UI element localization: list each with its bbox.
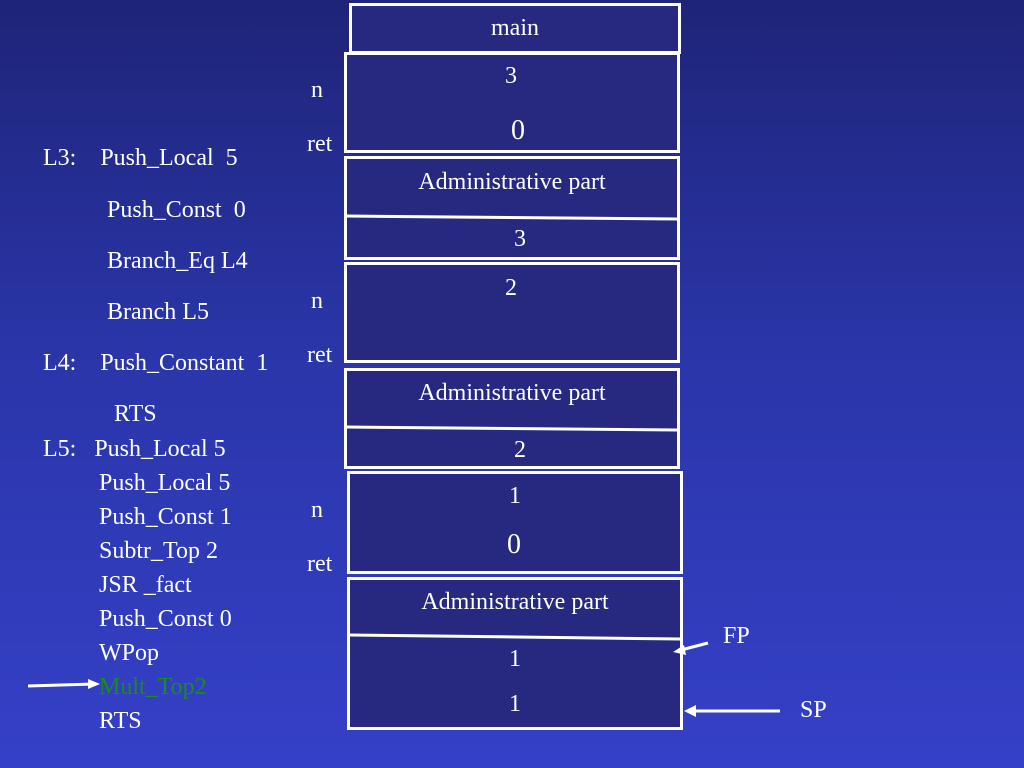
code-line: RTS <box>114 401 157 427</box>
frame-ret-value: 0 <box>507 529 521 560</box>
frame-locals-box <box>344 262 680 363</box>
code-line: Subtr_Top 2 <box>99 538 218 564</box>
code-line: Branch_Eq L4 <box>107 248 248 274</box>
frame-fp-value: 1 <box>509 646 521 672</box>
label-n: n <box>311 497 323 523</box>
code-line: Push_Local 5 <box>99 470 231 496</box>
frame-n-value: 2 <box>505 275 517 301</box>
stack-top-value: 1 <box>509 691 521 717</box>
code-line: JSR _fact <box>99 572 192 598</box>
frame-locals-box <box>344 52 680 153</box>
frame-fp-value: 2 <box>514 437 526 463</box>
code-line: Push_Const 0 <box>107 197 246 223</box>
code-line-current: Mult_Top2 <box>99 674 207 700</box>
code-line: Push_Const 1 <box>99 504 232 530</box>
code-line-l3: L3: Push_Local 5 <box>43 145 238 171</box>
label-ret: ret <box>307 131 333 157</box>
fp-label: FP <box>723 623 750 649</box>
frame-admin-box <box>344 368 680 469</box>
label-ret: ret <box>307 342 333 368</box>
label-ret: ret <box>307 551 333 577</box>
code-line: Push_Const 0 <box>99 606 232 632</box>
frame-admin-label: Administrative part <box>418 380 606 406</box>
frame-admin-label: Administrative part <box>421 589 609 615</box>
sp-arrow-icon <box>684 705 780 717</box>
frame-n-value: 1 <box>509 483 521 509</box>
code-line: Branch L5 <box>107 299 209 325</box>
sp-label: SP <box>800 697 827 723</box>
frame-fp-value: 3 <box>514 226 526 252</box>
frame-ret-value: 0 <box>511 115 525 146</box>
stack-main-box <box>349 3 681 54</box>
label-n: n <box>311 77 323 103</box>
frame-locals-box <box>347 471 683 574</box>
label-n: n <box>311 288 323 314</box>
code-line: WPop <box>99 640 159 666</box>
frame-admin-box <box>344 156 680 260</box>
code-line-l5: L5: Push_Local 5 <box>43 436 226 462</box>
frame-n-value: 3 <box>505 63 517 89</box>
frame-admin-label: Administrative part <box>418 169 606 195</box>
code-line: RTS <box>99 708 142 734</box>
code-line-l4: L4: Push_Constant 1 <box>43 350 269 376</box>
stack-main-label: main <box>491 15 539 41</box>
current-instruction-arrow-icon <box>27 679 100 689</box>
